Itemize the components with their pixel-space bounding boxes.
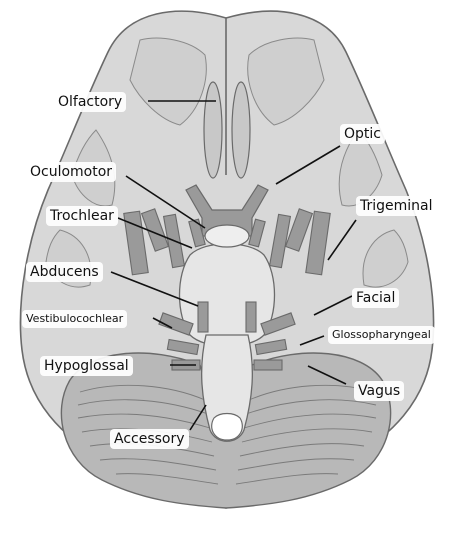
label-trochlear: Trochlear <box>46 206 118 226</box>
olfactory-bulb-right <box>232 82 250 178</box>
pons <box>180 244 275 347</box>
label-vagus: Vagus <box>354 381 404 401</box>
label-abducens: Abducens <box>26 262 103 282</box>
label-olfactory: Olfactory <box>54 92 126 112</box>
spinal-cord-cross-section <box>212 414 243 441</box>
label-hypoglossal: Hypoglossal <box>40 356 133 376</box>
label-oculomotor: Oculomotor <box>26 162 116 182</box>
label-facial: Facial <box>352 288 399 308</box>
pituitary <box>205 225 249 247</box>
label-trigeminal: Trigeminal <box>356 196 437 216</box>
label-optic: Optic <box>340 124 385 144</box>
label-vestibulocochlear: Vestibulocochlear <box>22 310 127 328</box>
label-glossopharyngeal: Glossopharyngeal <box>328 326 435 344</box>
label-accessory: Accessory <box>110 429 189 449</box>
olfactory-bulb-left <box>204 82 222 178</box>
